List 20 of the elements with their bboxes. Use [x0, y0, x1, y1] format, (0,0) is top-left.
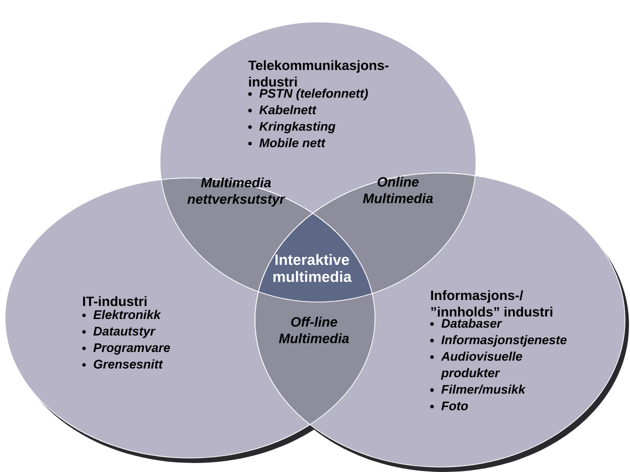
- list-item: Informasjonstjeneste: [441, 335, 567, 347]
- list-item: Programvare: [93, 343, 170, 355]
- list-item: PSTN (telefonnett): [259, 88, 368, 100]
- region-label: Off-line Multimedia: [278, 316, 349, 344]
- list-item: Grensesnitt: [94, 359, 164, 369]
- heading: IT-industri: [83, 296, 146, 306]
- list-item: Kabelnett: [259, 105, 317, 114]
- region-label: Multimedia nettverksutstyr: [187, 177, 286, 207]
- region-label: Interaktive multimedia: [273, 254, 352, 282]
- heading: Informasjons-/ ”innholds” industri: [431, 290, 552, 317]
- list-item: Databaser: [441, 318, 502, 328]
- heading: Telekommunikasjons- industri: [248, 60, 388, 87]
- list-item: Kringkasting: [259, 122, 336, 134]
- list-item: Elektronikk: [93, 310, 162, 320]
- list-item: Mobile nett: [259, 138, 326, 148]
- list-item: Audiovisuelle produkter: [440, 352, 522, 380]
- list-item: Datautstyr: [93, 326, 156, 338]
- region-label: Online Multimedia: [362, 176, 433, 204]
- list-item: Foto: [441, 402, 468, 410]
- list-item: Filmer/musikk: [441, 384, 526, 394]
